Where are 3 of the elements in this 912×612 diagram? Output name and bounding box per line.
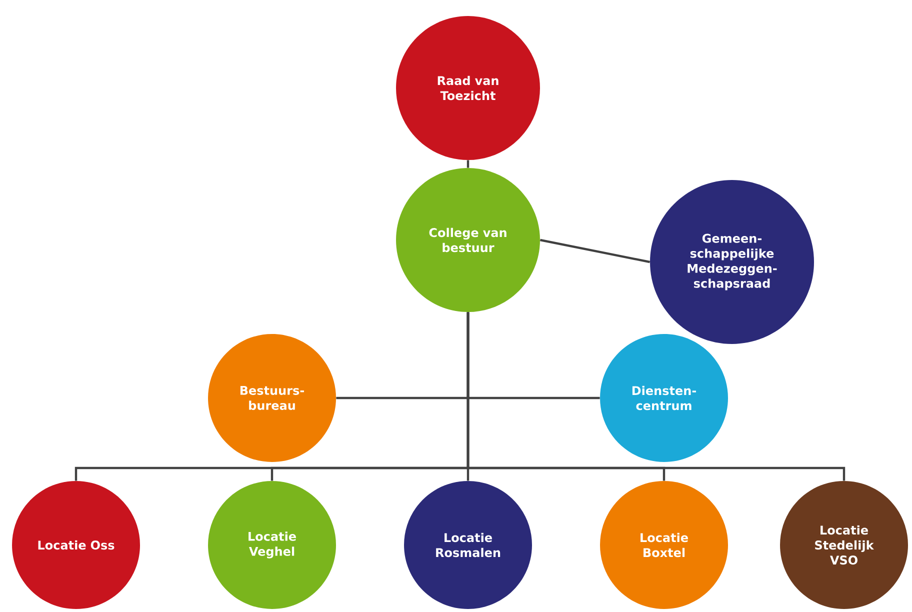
connector-line xyxy=(466,312,846,481)
connector-line xyxy=(466,160,470,168)
connector-line xyxy=(540,238,650,264)
